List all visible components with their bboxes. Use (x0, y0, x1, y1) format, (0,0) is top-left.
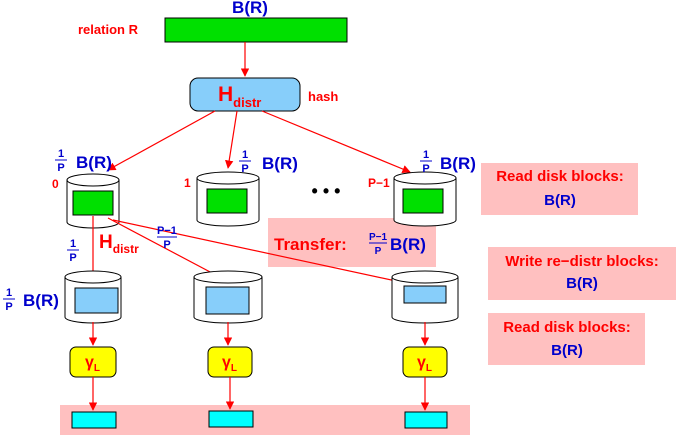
redistr-disk-1 (193, 270, 263, 324)
arrow-hash-to-partition-0 (107, 110, 216, 171)
partition-disk-0 (66, 173, 120, 229)
redistr-disk-0 (64, 270, 122, 324)
hash-box-label: Hdistr (218, 83, 261, 110)
relation-r-label: relation R (78, 22, 139, 37)
partition-index-last: P−1 (368, 176, 390, 190)
svg-text:P−1: P−1 (157, 225, 177, 237)
output-block-last (404, 411, 448, 429)
hash-box (189, 77, 301, 112)
redistr-local-fraction: 1 P (67, 238, 79, 264)
svg-text:γL: γL (417, 354, 432, 374)
svg-text:γL: γL (222, 354, 237, 374)
arrow-redistr-last (112, 219, 448, 295)
svg-text:P: P (57, 162, 64, 174)
svg-text:1: 1 (423, 149, 429, 161)
read-blocks-highlight-1 (481, 163, 638, 215)
svg-text:1: 1 (70, 238, 76, 250)
partition-0-size: 1 P B(R) (55, 148, 112, 174)
relation-r-bar (164, 17, 348, 43)
svg-text:P: P (375, 246, 382, 257)
svg-text:P: P (5, 301, 12, 313)
arrow-hash-to-partition-last (261, 110, 411, 174)
partition-ellipsis: • • • (312, 181, 341, 201)
svg-text:1: 1 (6, 287, 12, 299)
svg-text:P: P (241, 163, 248, 175)
svg-text:B(R): B(R) (440, 154, 476, 173)
svg-text:B(R): B(R) (23, 291, 59, 310)
transfer-annotation: Transfer: P−1 P B(R) (274, 232, 426, 257)
redistr-hash-label: Hdistr (99, 232, 139, 256)
relation-r-size: B(R) (232, 0, 268, 17)
svg-text:1: 1 (58, 148, 64, 160)
svg-text:Read disk blocks:: Read disk blocks: (503, 319, 631, 336)
svg-text:P: P (69, 252, 76, 264)
gamma-operator-1: γL (207, 346, 253, 378)
redistr-remote-fraction: P−1 P (157, 225, 177, 251)
redistr-disk-last (391, 270, 459, 324)
partition-1-size: 1 P B(R) (239, 149, 298, 175)
svg-text:B(R): B(R) (262, 154, 298, 173)
partition-index-1: 1 (184, 176, 191, 190)
partition-index-0: 0 (52, 177, 59, 191)
partition-disk-last (393, 171, 457, 227)
redistr-size-label: 1 P B(R) (3, 287, 59, 313)
read-blocks-annotation-2: Read disk blocks: B(R) (503, 319, 631, 359)
arrow-hash-to-partition-1 (225, 110, 238, 169)
svg-text:Transfer:: Transfer: (274, 235, 347, 254)
svg-text:γL: γL (85, 354, 100, 374)
partition-last-size: 1 P B(R) (420, 149, 476, 175)
svg-text:1: 1 (242, 149, 248, 161)
output-block-1 (208, 410, 254, 428)
svg-text:B(R): B(R) (76, 153, 112, 172)
output-block-0 (71, 411, 117, 429)
transfer-highlight (268, 218, 436, 267)
svg-text:P: P (422, 163, 429, 175)
svg-text:B(R): B(R) (390, 235, 426, 254)
gamma-operator-last: γL (402, 346, 448, 378)
svg-text:B(R): B(R) (566, 275, 598, 292)
svg-text:Write re−distr blocks:: Write re−distr blocks: (505, 253, 659, 270)
svg-text:P−1: P−1 (369, 232, 388, 243)
svg-text:P: P (163, 239, 170, 251)
svg-text:B(R): B(R) (551, 342, 583, 359)
svg-text:B(R): B(R) (544, 192, 576, 209)
read-blocks-highlight-2 (488, 313, 645, 365)
hash-label: hash (308, 89, 338, 104)
gamma-operator-0: γL (69, 346, 117, 378)
partition-disk-1 (196, 171, 260, 227)
read-blocks-annotation-1: Read disk blocks: B(R) (496, 168, 624, 209)
write-blocks-annotation: Write re−distr blocks: B(R) (505, 253, 659, 292)
svg-text:Read disk blocks:: Read disk blocks: (496, 168, 624, 185)
output-highlight (60, 405, 470, 435)
write-blocks-highlight (488, 247, 676, 300)
